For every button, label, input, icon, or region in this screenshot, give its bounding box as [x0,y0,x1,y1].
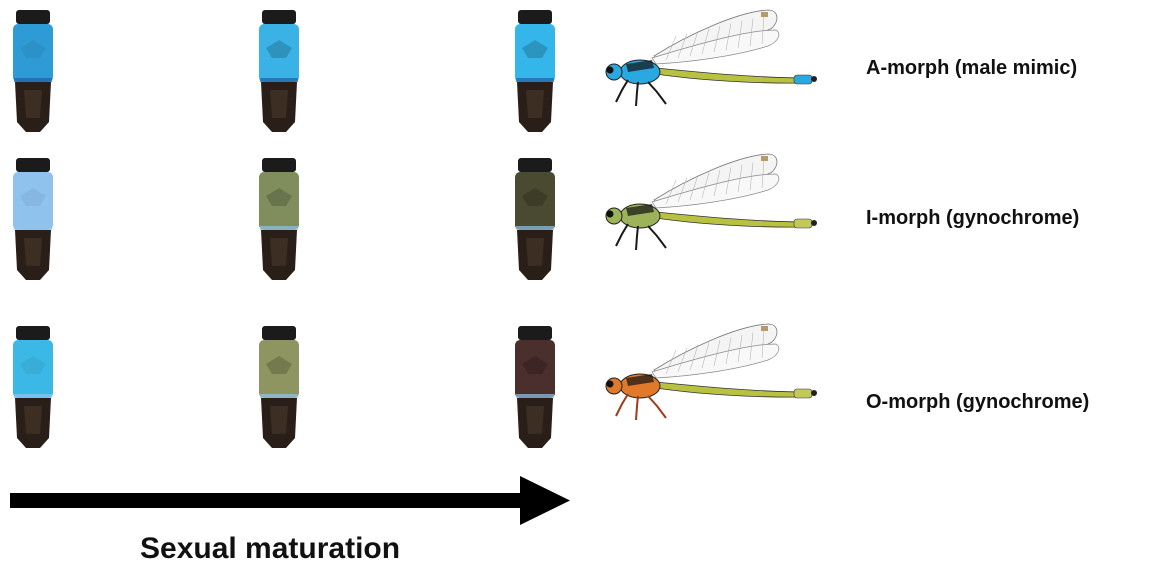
segment-a-morph-stage-3 [512,10,558,138]
segment-o-morph-stage-1 [10,326,56,454]
morph-label-i: I-morph (gynochrome) [866,207,1079,230]
arrow-shaft [10,493,525,508]
maturation-arrow [10,476,570,526]
segment-i-morph-stage-1 [10,158,56,286]
segment-i-morph-stage-2 [256,158,302,286]
segment-a-morph-stage-1 [10,10,56,138]
arrow-head [520,476,570,525]
segment-o-morph-stage-2 [256,326,302,454]
maturation-axis-label: Sexual maturation [140,532,400,566]
segment-a-morph-stage-2 [256,10,302,138]
damselfly-o-morph-illustration [596,320,826,420]
morph-label-a: A-morph (male mimic) [866,57,1077,80]
damselfly-a-morph-illustration [596,6,826,106]
morph-label-o: O-morph (gynochrome) [866,391,1089,414]
segment-o-morph-stage-3 [512,326,558,454]
segment-i-morph-stage-3 [512,158,558,286]
damselfly-i-morph-illustration [596,150,826,250]
